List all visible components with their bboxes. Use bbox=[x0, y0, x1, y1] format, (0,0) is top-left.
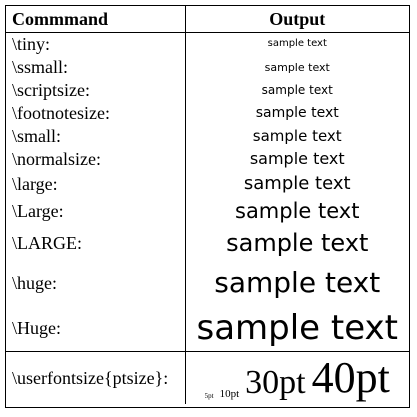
table-row: \huge: sample text bbox=[6, 260, 409, 306]
userfont-samples: 5pt 10pt 30pt 40pt bbox=[186, 356, 410, 400]
command-cell: \large: bbox=[6, 170, 186, 197]
header-command: Commmand bbox=[6, 6, 186, 33]
command-cell: \scriptsize: bbox=[6, 78, 186, 102]
table-row: \scriptsize: sample text bbox=[6, 78, 409, 102]
table-row: \LARGE: sample text bbox=[6, 225, 409, 261]
table-row: \ssmall: sample text bbox=[6, 55, 409, 79]
table-row: \normalsize: sample text bbox=[6, 147, 409, 171]
output-cell: sample text bbox=[214, 266, 381, 299]
command-cell: \huge: bbox=[6, 260, 186, 306]
sample-10pt: 10pt bbox=[219, 388, 240, 400]
output-cell: sample text bbox=[255, 105, 339, 121]
command-cell: \normalsize: bbox=[6, 147, 186, 171]
table-row: \large: sample text bbox=[6, 170, 409, 197]
table-row: \Huge: sample text bbox=[6, 305, 409, 352]
output-cell: 5pt 10pt 30pt 40pt bbox=[185, 351, 410, 404]
command-cell: \LARGE: bbox=[6, 225, 186, 261]
table-row: \footnotesize: sample text bbox=[6, 101, 409, 125]
output-cell: sample text bbox=[243, 172, 351, 194]
command-cell: \small: bbox=[6, 124, 186, 148]
header-output: Output bbox=[185, 6, 409, 33]
header-row: Commmand Output bbox=[6, 6, 409, 33]
table-row: \tiny: sample text bbox=[6, 32, 409, 56]
output-cell: sample text bbox=[252, 126, 342, 145]
command-cell: \ssmall: bbox=[6, 55, 186, 79]
output-cell: sample text bbox=[267, 38, 327, 50]
font-size-table: Commmand Output \tiny: sample text \ssma… bbox=[5, 5, 410, 408]
output-cell: sample text bbox=[196, 308, 399, 349]
command-cell: \tiny: bbox=[6, 32, 186, 56]
command-cell: \Large: bbox=[6, 196, 186, 226]
table-row: \small: sample text bbox=[6, 124, 409, 148]
table-row: \Large: sample text bbox=[6, 196, 409, 226]
command-cell: \userfontsize{ptsize}: bbox=[6, 351, 186, 404]
output-cell: sample text bbox=[249, 149, 345, 168]
output-cell: sample text bbox=[261, 83, 333, 97]
output-cell: sample text bbox=[235, 198, 360, 223]
command-cell: \Huge: bbox=[6, 305, 186, 352]
font-size-table-grid: Commmand Output \tiny: sample text \ssma… bbox=[6, 6, 409, 404]
table-row-userfontsize: \userfontsize{ptsize}: 5pt 10pt 30pt 40p… bbox=[6, 351, 410, 404]
sample-30pt: 30pt bbox=[245, 364, 306, 401]
output-cell: sample text bbox=[264, 60, 330, 74]
sample-5pt: 5pt bbox=[204, 392, 214, 400]
command-cell: \footnotesize: bbox=[6, 101, 186, 125]
output-cell: sample text bbox=[226, 229, 369, 257]
sample-40pt: 40pt bbox=[311, 353, 390, 402]
